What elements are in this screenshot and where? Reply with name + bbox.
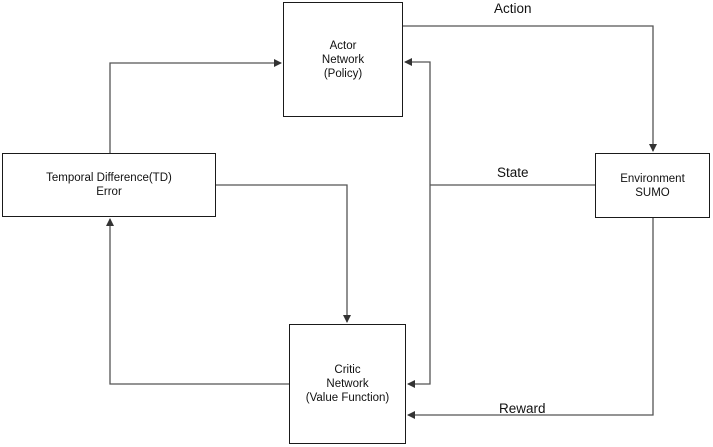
env-label-line: SUMO	[635, 186, 670, 199]
actor-network-box: Actor Network (Policy)	[283, 2, 403, 117]
actor-label-line: Actor	[329, 39, 357, 52]
reward-arrow	[407, 218, 654, 419]
action-arrow	[403, 25, 657, 152]
td-label-line: Temporal Difference(TD)	[46, 172, 172, 184]
reward-label: Reward	[499, 401, 546, 416]
critic-label-line: Critic	[334, 364, 361, 376]
td-error-box: Temporal Difference(TD) Error	[2, 153, 216, 217]
td-label-line: Error	[96, 186, 122, 198]
state-to-critic-arrow	[407, 185, 431, 388]
td-to-actor-arrow	[109, 59, 282, 153]
env-label-line: Environment	[620, 172, 685, 185]
action-label: Action	[494, 1, 532, 16]
state-to-actor-arrow	[404, 58, 431, 185]
actor-label-line: (Policy)	[323, 67, 363, 80]
critic-to-td-arrow	[106, 218, 289, 385]
td-to-critic-arrow	[216, 184, 351, 323]
critic-label-line: Network	[326, 378, 369, 390]
environment-box: Environment SUMO	[595, 153, 710, 218]
actor-label-line: Network	[321, 53, 365, 66]
critic-network-box: Critic Network (Value Function)	[289, 324, 406, 444]
critic-label-line: (Value Function)	[305, 392, 390, 404]
state-label: State	[497, 165, 529, 180]
